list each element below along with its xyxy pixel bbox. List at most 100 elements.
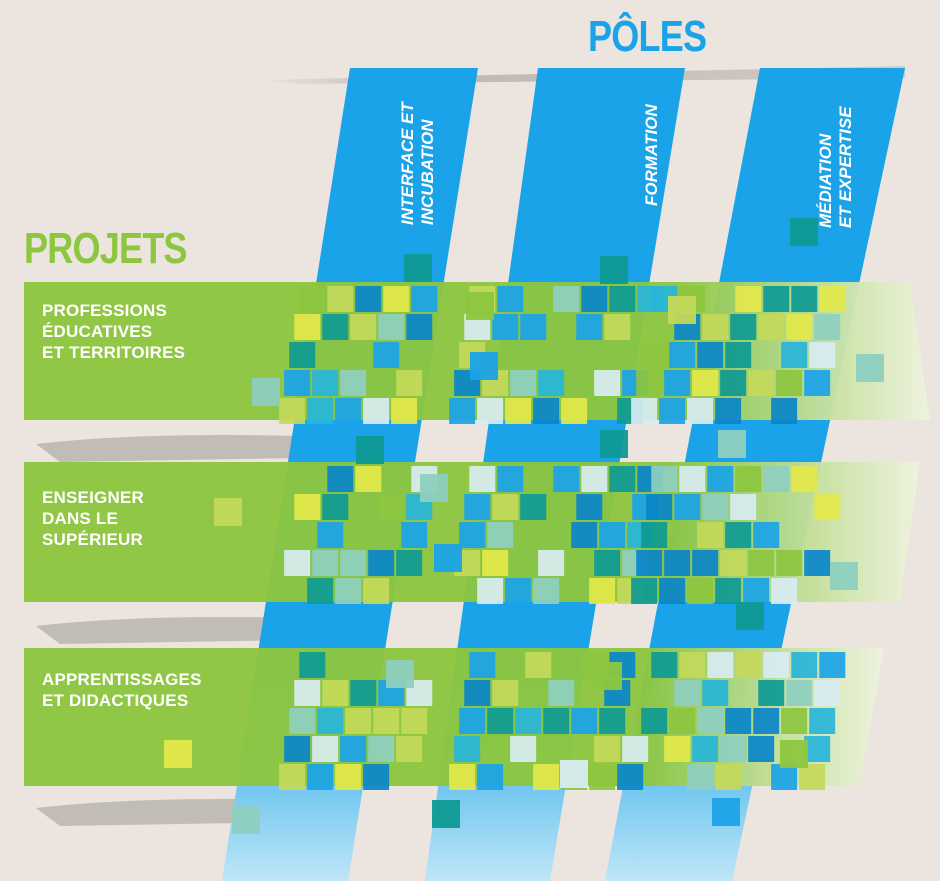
projet-label-apprentissages: APPRENTISSAGES ET DIDACTIQUES	[42, 669, 202, 711]
mosaic-square	[809, 708, 836, 734]
mosaic-square	[533, 398, 560, 424]
mosaic-square	[659, 578, 686, 604]
mosaic-square	[299, 652, 326, 678]
mosaic-square	[720, 736, 747, 762]
mosaic-square	[609, 286, 636, 312]
projet-label-line1: APPRENTISSAGES	[42, 670, 202, 689]
mosaic-square	[497, 286, 524, 312]
mosaic-square	[730, 314, 757, 340]
mosaic-square	[363, 764, 390, 790]
mosaic-square	[525, 652, 552, 678]
mosaic-square	[725, 342, 752, 368]
mosaic-square	[373, 342, 400, 368]
mosaic-square	[758, 314, 785, 340]
mosaic-square	[799, 764, 826, 790]
mosaic-square	[454, 736, 481, 762]
mosaic-square	[786, 680, 813, 706]
mosaic-square	[459, 708, 486, 734]
mosaic-square	[631, 578, 658, 604]
mosaic-square	[360, 212, 388, 240]
mosaic-square	[781, 342, 808, 368]
mosaic-square	[600, 256, 628, 284]
mosaic-square	[599, 708, 626, 734]
mosaic-square	[791, 286, 818, 312]
mosaic-square	[312, 550, 339, 576]
mosaic-square	[600, 430, 628, 458]
mosaic-square	[763, 466, 790, 492]
mosaic-square	[378, 494, 405, 520]
mosaic-square	[335, 764, 362, 790]
mosaic-square	[548, 680, 575, 706]
mosaic-square	[804, 370, 831, 396]
mosaic-square	[702, 494, 729, 520]
mosaic-square	[687, 398, 714, 424]
projet-label-line2: ET DIDACTIQUES	[42, 691, 189, 710]
mosaic-square	[748, 736, 775, 762]
mosaic-square	[735, 286, 762, 312]
mosaic-square	[464, 680, 491, 706]
mosaic-square	[289, 342, 316, 368]
pole-label-line2: INCUBATION	[418, 119, 437, 225]
mosaic-square	[674, 680, 701, 706]
mosaic-square	[344, 614, 372, 642]
mosaic-square	[327, 466, 354, 492]
mosaic-square	[533, 764, 560, 790]
mosaic-square	[641, 708, 668, 734]
mosaic-square	[335, 578, 362, 604]
mosaic-square	[355, 286, 382, 312]
mosaic-square	[571, 708, 598, 734]
mosaic-square	[464, 494, 491, 520]
mosaic-square	[307, 764, 334, 790]
mosaic-square	[477, 398, 504, 424]
mosaic-square	[641, 522, 668, 548]
mosaic-square	[791, 652, 818, 678]
mosaic-square	[576, 314, 603, 340]
mosaic-square	[482, 550, 509, 576]
pole-label-line1: INTERFACE ET	[398, 102, 417, 225]
mosaic-square	[279, 764, 306, 790]
mosaic-square	[396, 550, 423, 576]
mosaic-square	[340, 736, 367, 762]
mosaic-square	[520, 314, 547, 340]
mosaic-square	[748, 370, 775, 396]
mosaic-square	[284, 370, 311, 396]
mosaic-square	[420, 474, 448, 502]
projet-label-line1: ENSEIGNER	[42, 488, 144, 507]
mosaic-square	[520, 494, 547, 520]
mosaic-square	[819, 652, 846, 678]
mosaic-square	[581, 466, 608, 492]
mosaic-square	[636, 370, 663, 396]
mosaic-square	[515, 708, 542, 734]
mosaic-square	[594, 370, 621, 396]
mosaic-square	[669, 708, 696, 734]
mosaic-square	[340, 550, 367, 576]
mosaic-squares	[164, 212, 884, 834]
mosaic-square	[702, 680, 729, 706]
projets-title: PROJETS	[24, 224, 188, 273]
mosaic-square	[679, 466, 706, 492]
mosaic-square	[622, 736, 649, 762]
mosaic-square	[368, 550, 395, 576]
mosaic-square	[434, 544, 462, 572]
mosaic-square	[294, 314, 321, 340]
pole-label-interface: INTERFACE ET INCUBATION	[398, 102, 438, 225]
mosaic-square	[720, 370, 747, 396]
mosaic-square	[561, 398, 588, 424]
mosaic-square	[345, 708, 372, 734]
mosaic-square	[692, 370, 719, 396]
mosaic-square	[804, 550, 831, 576]
mosaic-square	[487, 522, 514, 548]
mosaic-square	[383, 286, 410, 312]
mosaic-square	[697, 708, 724, 734]
projet-label-line3: ET TERRITOIRES	[42, 343, 186, 362]
mosaic-square	[317, 522, 344, 548]
mosaic-square	[396, 736, 423, 762]
mosaic-square	[819, 286, 846, 312]
mosaic-square	[725, 522, 752, 548]
mosaic-square	[477, 764, 504, 790]
projet-label-line2: ÉDUCATIVES	[42, 322, 153, 341]
mosaic-square	[604, 314, 631, 340]
mosaic-square	[687, 578, 714, 604]
mosaic-square	[335, 398, 362, 424]
mosaic-square	[363, 578, 390, 604]
